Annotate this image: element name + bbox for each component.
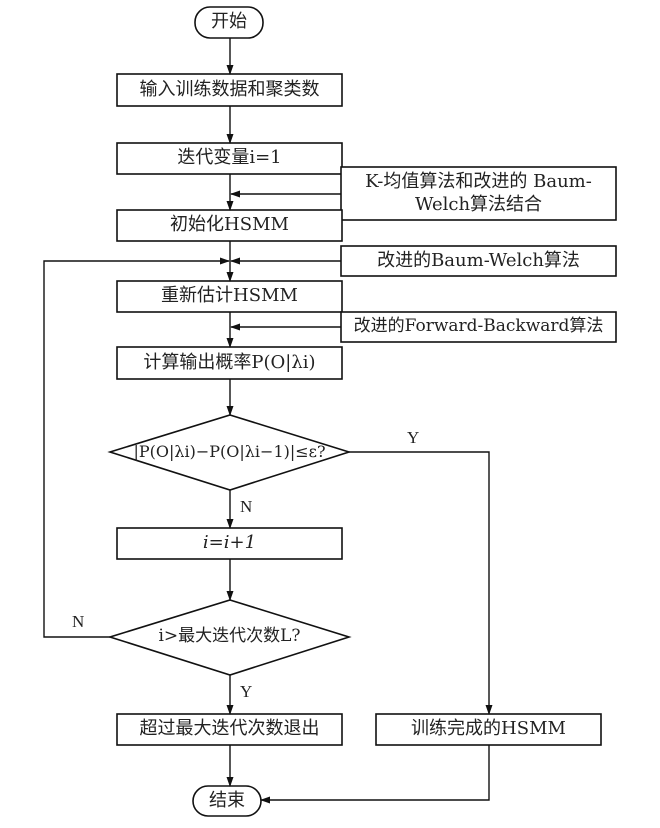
input-label: 输入训练数据和聚类数 [139,78,320,100]
kmeans-box [340,166,617,221]
input-box [116,73,343,107]
decision-maxiter-label: i>最大迭代次数L? [158,626,301,647]
init-hsmm-label: 初始化HSMM [170,214,289,236]
no-label-decision1: N [240,497,253,516]
increment-box [116,527,343,560]
init-i-label: 迭代变量i=1 [177,147,282,169]
bw-box [340,245,617,277]
exit-box [116,713,343,746]
fb-box [340,311,617,343]
arrow-decision1-yes-trained [349,451,493,715]
yes-label-decision2: Y [240,682,253,701]
trained-box [375,713,602,746]
start-terminal [194,6,264,39]
kmeans-label: K-均值算法和改进的 Baum-Welch算法结合 [365,171,592,215]
decision-converged-label: |P(O|λi)−P(O|λi−1)|≤ε? [133,442,326,461]
reestimate-label: 重新估计HSMM [161,285,298,307]
arrow-loop-back [43,257,230,638]
compute-label: 计算输出概率P(O|λi) [143,351,316,373]
trained-label: 训练完成的HSMM [411,718,566,740]
arrow-trained-end [260,745,490,804]
no-label-decision2: N [72,612,85,631]
yes-label-decision1: Y [407,428,420,447]
fb-label: 改进的Forward-Backward算法 [353,316,604,337]
increment-label: i=i+1 [202,532,257,554]
exit-label: 超过最大迭代次数退出 [139,718,320,740]
end-label: 结束 [209,789,245,811]
start-label: 开始 [211,11,247,33]
compute-box [116,346,343,380]
bw-label: 改进的Baum-Welch算法 [377,249,580,271]
